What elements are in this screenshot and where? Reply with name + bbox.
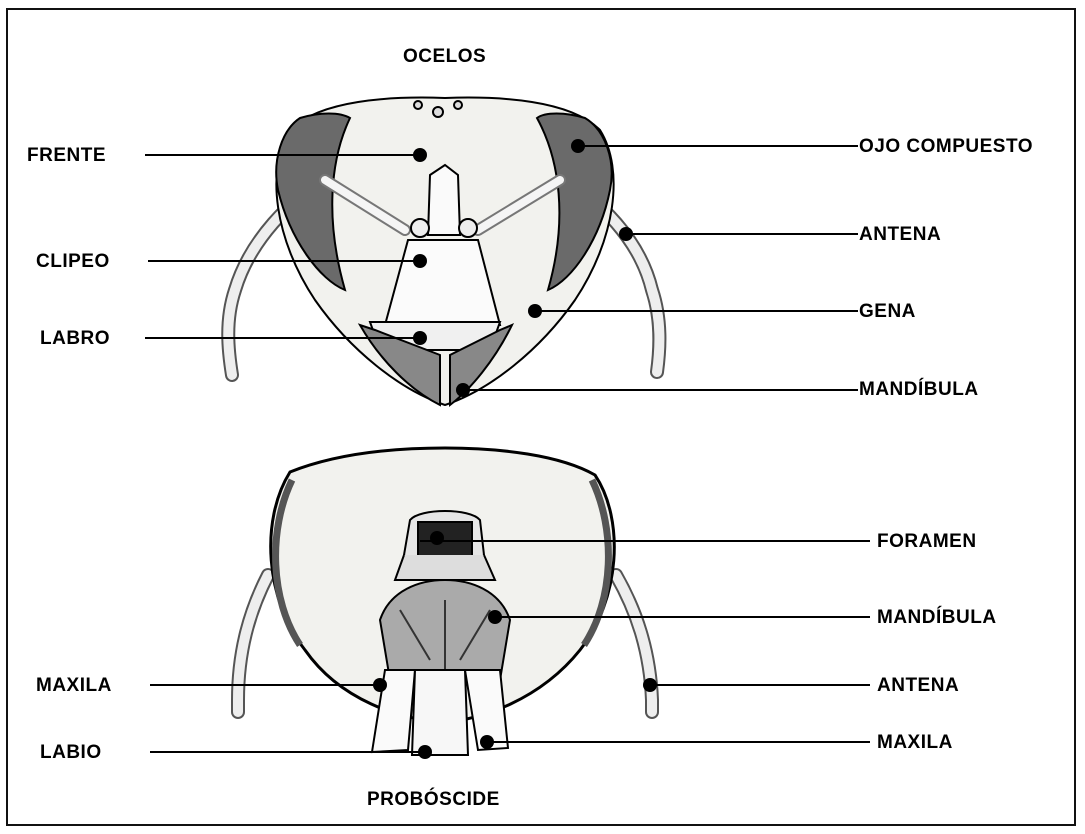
label-labio: LABIO [40,743,102,762]
label-frente: FRENTE [27,146,106,165]
label-proboscide: PROBÓSCIDE [367,790,500,809]
label-antena-bottom: ANTENA [877,676,959,695]
label-antena-top: ANTENA [859,225,941,244]
labium-shape [412,670,468,755]
label-foramen: FORAMEN [877,532,977,551]
head-front-view [228,98,659,405]
label-clipeo: CLIPEO [36,252,110,271]
label-ojo-compuesto: OJO COMPUESTO [859,137,1033,156]
head-back-view [238,448,652,755]
label-maxila-right: MAXILA [877,733,953,752]
label-mandibula-bottom: MANDÍBULA [877,608,997,627]
label-ocelos: OCELOS [403,47,486,66]
label-mandibula-top: MANDÍBULA [859,380,979,399]
label-labro: LABRO [40,329,110,348]
label-gena: GENA [859,302,916,321]
label-maxila-left: MAXILA [36,676,112,695]
